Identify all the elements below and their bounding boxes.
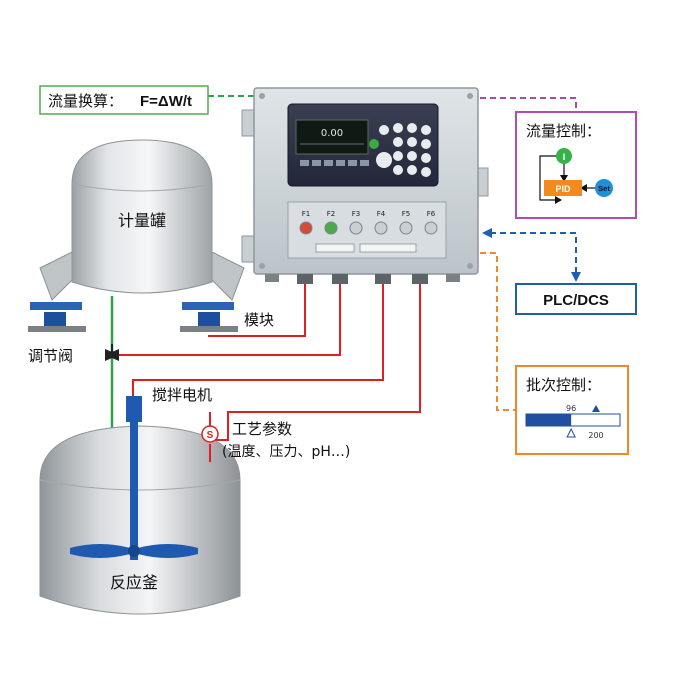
cable-glands — [265, 274, 460, 284]
metering-tank: 计量罐 — [28, 139, 245, 332]
load-cell-left — [28, 302, 86, 332]
f-key-1 — [299, 221, 313, 235]
signal-line-motor — [132, 284, 384, 396]
f-key-label-2: F2 — [327, 210, 335, 218]
signal-line-module — [208, 284, 306, 337]
batch-target-value: 200 — [588, 431, 603, 440]
flow-control-connector — [480, 97, 577, 112]
batch-progress: 96 200 — [525, 404, 621, 440]
metering-tank-label: 计量罐 — [118, 211, 166, 230]
f-key-2 — [324, 221, 338, 235]
controller-lcd-value: 0.00 — [321, 128, 343, 139]
f-key-label-6: F6 — [427, 210, 436, 218]
i-node — [556, 148, 572, 164]
f-key-label-1: F1 — [302, 210, 310, 218]
agitator-motor — [126, 396, 142, 422]
motor-label: 搅拌电机 — [152, 386, 212, 404]
plc-connector — [490, 232, 577, 272]
weighing-controller: 0.00 F1 F2 F3 F4 F5 F6 — [241, 87, 489, 284]
process-sensor-icon: S — [201, 425, 219, 462]
pid-block — [544, 180, 582, 196]
agitator-blades — [70, 544, 198, 558]
svg-text:S: S — [207, 430, 214, 441]
process-params-detail: (温度、压力、pH…) — [222, 444, 350, 460]
controller-keypad — [369, 123, 431, 177]
plc-arrow-left — [482, 228, 492, 238]
batch-control-title: 批次控制： — [526, 376, 601, 394]
plc-label: PLC/DCS — [543, 292, 609, 309]
signal-line-valve — [119, 284, 341, 356]
svg-text:PID: PID — [555, 184, 571, 194]
agitator-shaft — [130, 420, 138, 560]
flow-control-box — [515, 111, 637, 219]
batch-target-marker — [592, 405, 600, 412]
batch-current-value: 96 — [566, 404, 576, 413]
set-node — [595, 179, 613, 197]
f-key-3 — [349, 221, 363, 235]
f-key-label-3: F3 — [352, 210, 360, 218]
plc-box — [515, 283, 637, 315]
reactor-label: 反应釜 — [110, 573, 158, 592]
flow-calc-label: 流量换算： — [48, 92, 123, 110]
flow-control-title: 流量控制： — [526, 122, 601, 140]
control-valve-icon — [105, 344, 119, 361]
f-key-5 — [399, 221, 413, 235]
batch-connector — [480, 252, 516, 411]
batch-current-marker — [566, 427, 576, 438]
lcd-buttons — [300, 160, 369, 166]
reactor-vessel: 反应釜 — [39, 396, 241, 615]
plc-arrow-down — [571, 272, 581, 282]
process-params-label: 工艺参数 — [232, 420, 292, 438]
batch-control-box — [515, 365, 629, 455]
f-key-row: F1 F2 F3 F4 F5 F6 — [299, 210, 438, 235]
batch-progress-fill — [526, 414, 572, 426]
svg-text:Set: Set — [598, 184, 610, 193]
module-label: 模块 — [244, 311, 274, 329]
pid-loop-diagram: I PID Set — [539, 148, 613, 204]
flow-calc-formula: F=ΔW/t — [140, 93, 192, 110]
flow-calc-box — [39, 85, 209, 115]
controller-lcd — [295, 119, 369, 155]
svg-text:I: I — [563, 152, 566, 162]
f-key-6 — [424, 221, 438, 235]
load-cell-right — [180, 302, 238, 332]
f-key-4 — [374, 221, 388, 235]
f-key-label-4: F4 — [377, 210, 386, 218]
f-key-label-5: F5 — [402, 210, 410, 218]
valve-label: 调节阀 — [28, 347, 73, 365]
